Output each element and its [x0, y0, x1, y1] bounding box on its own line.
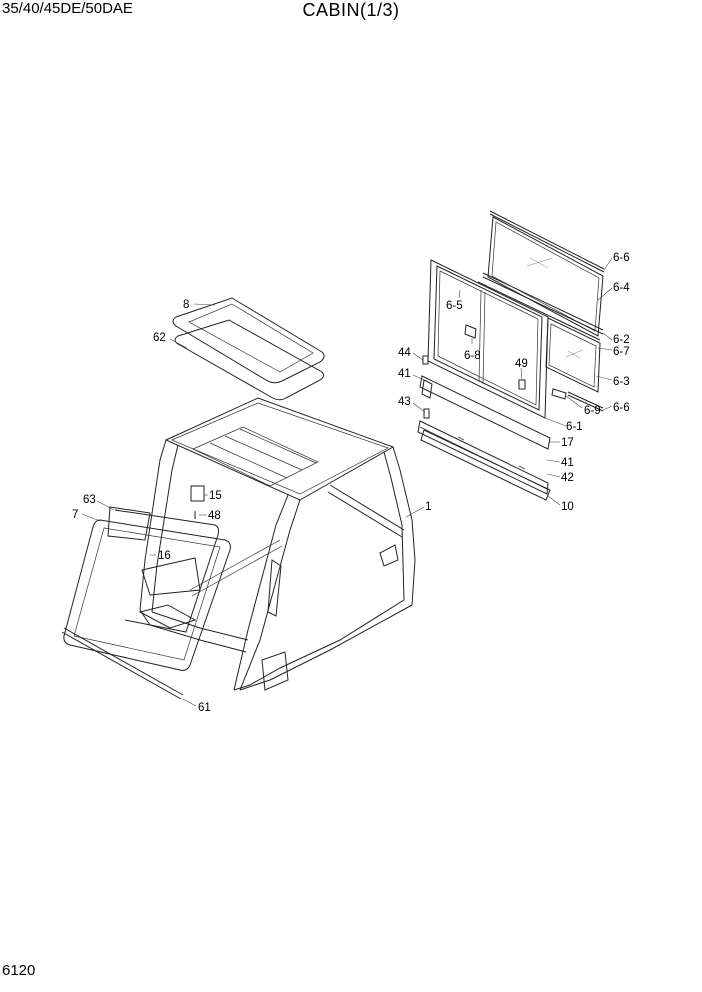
callout-6-3: 6-3 — [613, 376, 630, 388]
callout-6-6: 6-6 — [613, 402, 630, 414]
callout-62: 62 — [153, 332, 166, 344]
leader-lines — [81, 257, 613, 707]
callout-10: 10 — [561, 501, 574, 513]
door-assembly — [61, 506, 231, 700]
callout-16: 16 — [158, 550, 171, 562]
callout-6-9: 6-9 — [584, 405, 601, 417]
bottom-rails — [417, 355, 551, 501]
roof-seals — [172, 297, 325, 401]
callout-1: 1 — [425, 501, 431, 513]
callout-49: 49 — [515, 358, 528, 370]
callout-43: 43 — [398, 396, 411, 408]
cabin-frame — [139, 397, 416, 691]
callout-8: 8 — [183, 299, 189, 311]
callout-7: 7 — [72, 509, 78, 521]
callout-61: 61 — [198, 702, 211, 714]
callout-44: 44 — [398, 347, 411, 359]
page-number: 6120 — [2, 962, 36, 979]
callout-42: 42 — [561, 472, 574, 484]
callout-6-6: 6-6 — [613, 252, 630, 264]
window-frame — [427, 259, 549, 419]
callout-48: 48 — [208, 510, 221, 522]
callout-15: 15 — [209, 490, 222, 502]
callout-6-2: 6-2 — [613, 334, 630, 346]
callout-63: 63 — [83, 494, 96, 506]
callout-6-4: 6-4 — [613, 282, 630, 294]
callout-6-7: 6-7 — [613, 346, 630, 358]
callout-41: 41 — [561, 457, 574, 469]
callout-17: 17 — [561, 437, 574, 449]
callout-6-1: 6-1 — [566, 421, 583, 433]
side-glass — [545, 317, 604, 412]
callout-labels: 6-6 6-4 6-2 6-7 6-3 6-6 6-9 6-5 6-8 49 6… — [72, 252, 630, 714]
callout-41: 41 — [398, 368, 411, 380]
upper-glass-panel — [477, 210, 605, 341]
page-title: CABIN(1/3) — [302, 0, 400, 20]
callout-6-5: 6-5 — [446, 300, 463, 312]
callout-6-8: 6-8 — [464, 350, 481, 362]
model-label: 35/40/45DE/50DAE — [2, 0, 133, 17]
